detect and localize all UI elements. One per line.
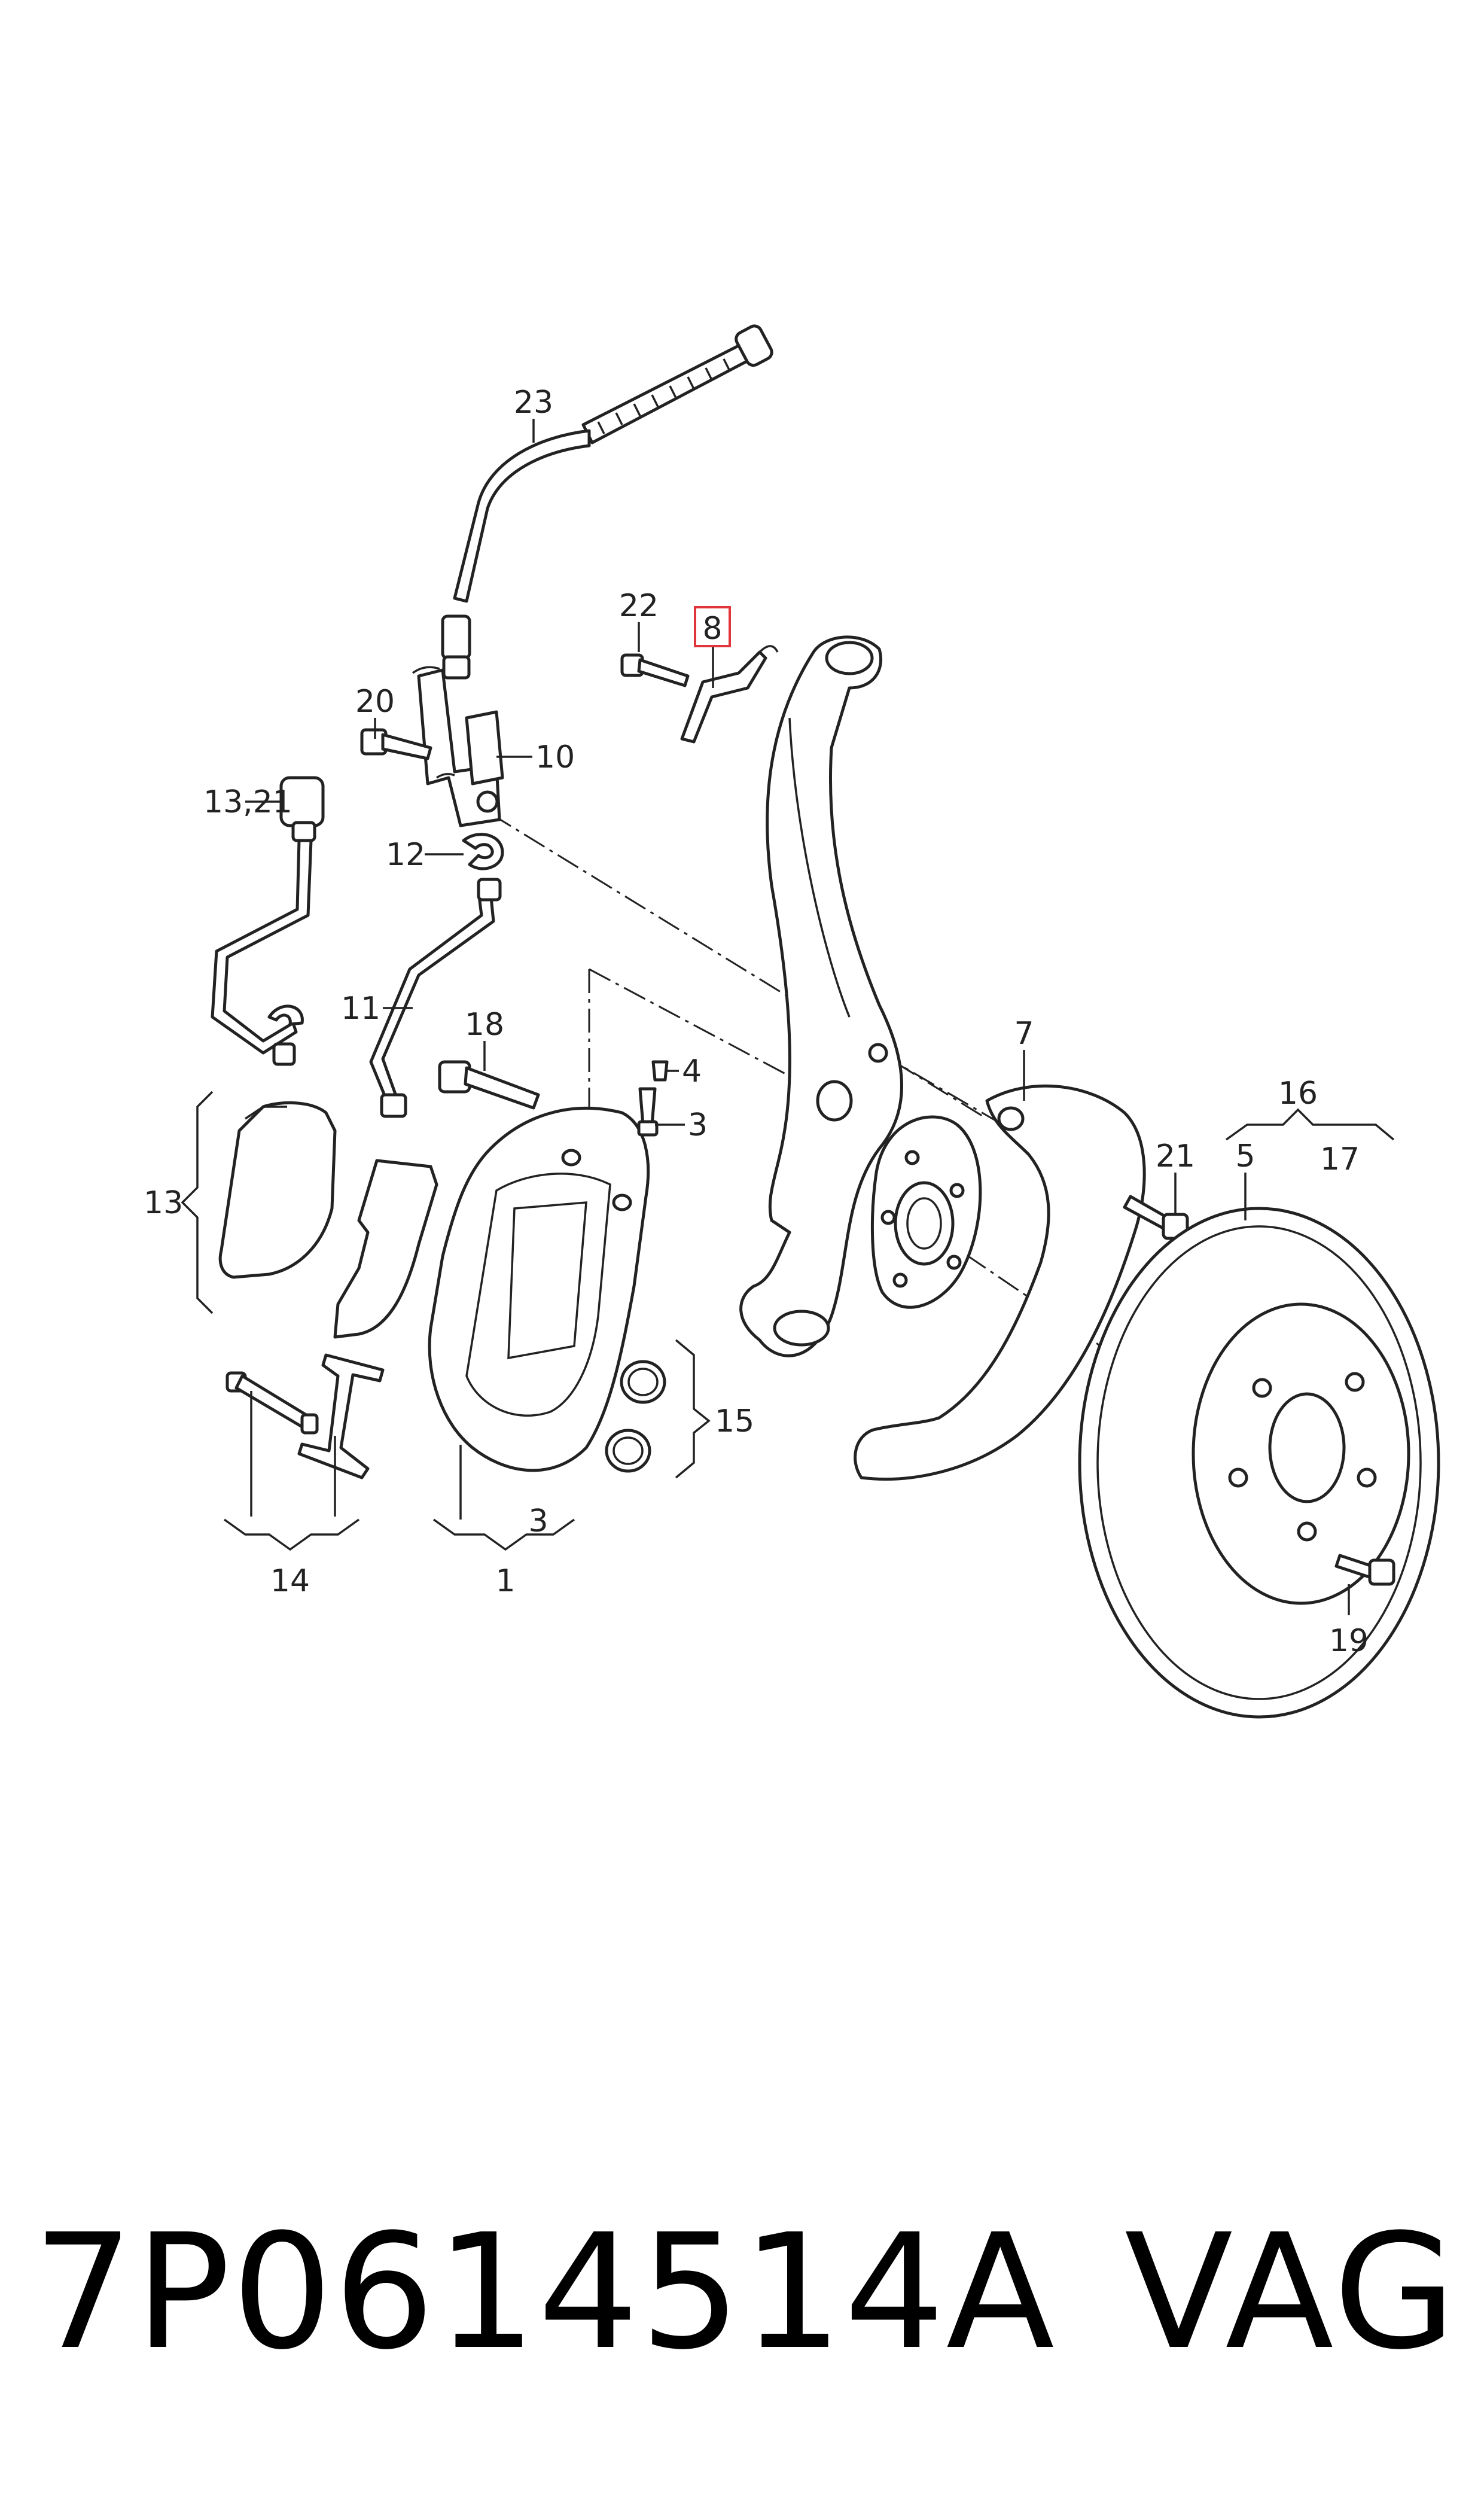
bracket-8 — [680, 645, 779, 744]
bleed-cap — [651, 1060, 669, 1082]
callout-20: 21 — [1156, 1138, 1195, 1174]
brake-caliper — [428, 1107, 650, 1472]
brand-name: VAG — [1125, 2200, 1459, 2385]
bleed-screw — [637, 1087, 659, 1137]
callout-3-kit: 3 — [528, 1503, 548, 1539]
callout-7: 7 — [1014, 1016, 1034, 1052]
callout-17: 16 — [1278, 1076, 1318, 1112]
callout-13: 13 — [144, 1185, 183, 1221]
exploded-parts-diagram: 23 22 8 20 10 13,21 12 11 18 4 3 7 21 5 … — [144, 324, 1440, 1719]
callout-23: 23 — [514, 385, 553, 421]
pad-spring — [297, 1353, 385, 1479]
callout-10: 10 — [535, 739, 575, 775]
callout-15: 15 — [715, 1403, 754, 1439]
brake-hose — [441, 324, 773, 680]
brake-pad-outer — [218, 1101, 337, 1279]
part-number: 7P0614514A — [33, 2200, 1056, 2385]
brake-line — [369, 878, 502, 1118]
splash-shield — [854, 1084, 1146, 1481]
wheel-hub — [870, 1115, 982, 1309]
leader-lines — [181, 419, 1395, 1615]
bolt-18 — [438, 1060, 540, 1110]
callout-12: 12 — [386, 837, 425, 873]
callout-4: 4 — [682, 1054, 702, 1089]
seal-rings — [605, 1360, 666, 1473]
highlight-box — [694, 606, 731, 647]
steering-knuckle — [739, 635, 903, 1357]
bolt-21 — [1334, 1554, 1395, 1586]
callout-1: 1 — [495, 1563, 515, 1599]
bolt-22 — [620, 653, 690, 687]
callout-8: 8 — [702, 611, 722, 647]
brake-disc — [1078, 1207, 1440, 1719]
hose-bracket — [412, 666, 504, 827]
abs-sensor — [211, 776, 325, 1066]
callout-14: 14 — [270, 1563, 310, 1599]
callout-18: 18 — [465, 1007, 504, 1043]
pad-retaining-pin — [226, 1371, 319, 1435]
callout-11: 11 — [341, 991, 380, 1027]
callout-labels: 23 22 8 20 10 13,21 12 11 18 4 3 7 21 5 … — [144, 385, 1369, 1659]
bolt-20 — [1123, 1195, 1189, 1240]
callout-13-21: 17 — [1320, 1141, 1360, 1177]
brake-pad-inner — [333, 1159, 438, 1339]
callout-3-bleed: 3 — [688, 1107, 708, 1143]
callout-16: 13,21 — [203, 784, 292, 820]
callout-19: 20 — [355, 684, 395, 720]
clip-12 — [462, 833, 504, 870]
callout-5: 5 — [1235, 1138, 1255, 1174]
callout-22: 22 — [619, 588, 659, 624]
callout-21: 19 — [1329, 1623, 1369, 1659]
bolt-19 — [360, 728, 432, 760]
